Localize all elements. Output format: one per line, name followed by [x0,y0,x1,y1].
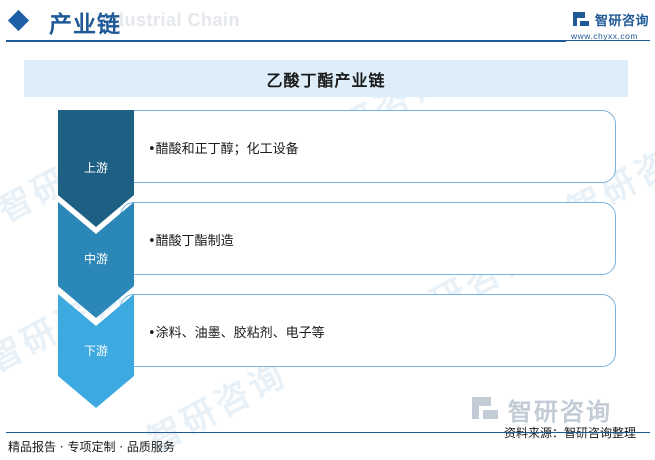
midstream-label: 中游 [83,252,108,266]
footer-slogan: 精品报告 · 专项定制 · 品质服务 [8,440,175,454]
brand-url[interactable]: www.chyxx.com [571,31,638,41]
header-divider [6,40,566,42]
upstream-box: •醋酸和正丁醇；化工设备 [120,110,616,183]
upstream-content: •醋酸和正丁醇；化工设备 [148,142,299,157]
chain-title-banner: 乙酸丁酯产业链 [24,60,628,97]
bottom-logo-icon [472,397,498,419]
midstream-box: •醋酸丁酯制造 [120,202,616,275]
header-divider-tail [566,40,650,41]
downstream-arrow [58,294,134,408]
downstream-label: 下游 [83,344,108,358]
chain-title: 乙酸丁酯产业链 [266,70,386,90]
source-note: 资料来源：智研咨询整理 [504,426,637,440]
header: Industrial Chain 产业链 智研咨询 www.chyxx.com [0,0,655,44]
brand-name: 智研咨询 [595,14,650,29]
downstream-box: •涂料、油墨、胶粘剂、电子等 [120,294,616,367]
brand-logo-icon [573,12,589,26]
midstream-content: •醋酸丁酯制造 [148,234,234,249]
downstream-content: •涂料、油墨、胶粘剂、电子等 [148,326,325,341]
upstream-label: 上游 [83,161,108,175]
midstream-arrow [58,202,134,318]
page-title: 产业链 [49,12,121,38]
footer-divider [6,432,650,433]
upstream-arrow [58,110,134,227]
header-ghost-text: Industrial Chain [96,10,241,30]
bottom-brand: 智研咨询 [508,398,612,426]
